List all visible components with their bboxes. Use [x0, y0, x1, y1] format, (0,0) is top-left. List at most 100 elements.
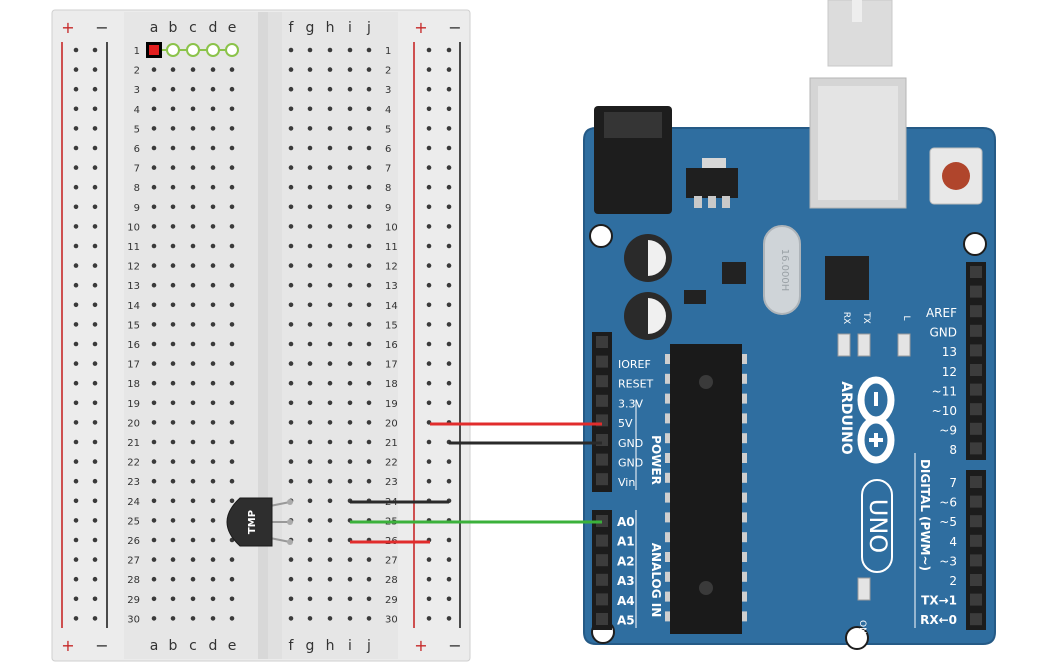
- breadboard-hole[interactable]: [229, 616, 235, 621]
- breadboard-hole[interactable]: [170, 518, 176, 523]
- rail-hole[interactable]: [73, 67, 79, 72]
- rail-hole[interactable]: [92, 341, 98, 347]
- header-socket[interactable]: [596, 573, 608, 586]
- breadboard-hole[interactable]: [151, 263, 157, 268]
- rail-hole[interactable]: [92, 439, 98, 445]
- rail-hole[interactable]: [92, 86, 98, 92]
- breadboard-hole[interactable]: [347, 243, 353, 249]
- breadboard-hole[interactable]: [288, 341, 294, 347]
- breadboard-hole[interactable]: [210, 322, 216, 327]
- rail-hole[interactable]: [92, 400, 98, 406]
- breadboard-hole[interactable]: [366, 106, 372, 112]
- breadboard-hole[interactable]: [151, 204, 157, 210]
- breadboard-hole[interactable]: [170, 86, 176, 92]
- breadboard-hole[interactable]: [190, 67, 196, 72]
- breadboard-hole[interactable]: [307, 302, 313, 308]
- rail-hole[interactable]: [73, 616, 79, 621]
- breadboard-hole[interactable]: [151, 498, 157, 504]
- rail-hole[interactable]: [426, 165, 432, 170]
- breadboard-hole[interactable]: [151, 361, 157, 366]
- rail-hole[interactable]: [426, 106, 432, 112]
- rail-hole[interactable]: [73, 184, 79, 190]
- breadboard-hole[interactable]: [288, 224, 294, 229]
- breadboard-hole[interactable]: [151, 459, 157, 464]
- breadboard-hole[interactable]: [327, 537, 333, 543]
- breadboard-hole[interactable]: [170, 478, 176, 484]
- breadboard-hole[interactable]: [170, 459, 176, 464]
- rail-hole[interactable]: [92, 478, 98, 484]
- rail-hole[interactable]: [426, 616, 432, 621]
- breadboard-hole[interactable]: [327, 478, 333, 484]
- breadboard-hole[interactable]: [229, 282, 235, 288]
- breadboard-hole[interactable]: [190, 184, 196, 190]
- breadboard-hole[interactable]: [229, 322, 235, 327]
- breadboard-hole[interactable]: [151, 282, 157, 288]
- rail-hole[interactable]: [92, 557, 98, 562]
- breadboard-hole[interactable]: [190, 498, 196, 504]
- breadboard-hole[interactable]: [229, 165, 235, 170]
- breadboard-hole[interactable]: [307, 126, 313, 131]
- rail-hole[interactable]: [92, 302, 98, 308]
- breadboard-hole[interactable]: [190, 243, 196, 249]
- breadboard-hole[interactable]: [151, 478, 157, 484]
- breadboard-hole[interactable]: [347, 459, 353, 464]
- breadboard-hole[interactable]: [307, 400, 313, 406]
- breadboard-hole[interactable]: [288, 106, 294, 112]
- breadboard-hole[interactable]: [327, 498, 333, 504]
- breadboard-hole[interactable]: [151, 243, 157, 249]
- breadboard-hole[interactable]: [347, 86, 353, 92]
- breadboard-hole[interactable]: [229, 420, 235, 425]
- breadboard-hole[interactable]: [327, 126, 333, 131]
- header-socket[interactable]: [596, 336, 608, 348]
- breadboard-hole[interactable]: [347, 616, 353, 621]
- rail-hole[interactable]: [73, 361, 79, 366]
- breadboard-hole[interactable]: [190, 459, 196, 464]
- breadboard-hole[interactable]: [229, 204, 235, 210]
- breadboard-hole[interactable]: [170, 67, 176, 72]
- rail-hole[interactable]: [92, 380, 98, 386]
- breadboard-hole[interactable]: [151, 322, 157, 327]
- breadboard-hole[interactable]: [307, 420, 313, 425]
- breadboard-hole[interactable]: [327, 576, 333, 582]
- breadboard-hole[interactable]: [347, 126, 353, 131]
- breadboard-hole[interactable]: [151, 596, 157, 602]
- breadboard-hole[interactable]: [190, 537, 196, 543]
- breadboard-hole[interactable]: [366, 126, 372, 131]
- rail-hole[interactable]: [92, 243, 98, 249]
- breadboard-hole[interactable]: [190, 420, 196, 425]
- breadboard-hole[interactable]: [327, 557, 333, 562]
- rail-hole[interactable]: [92, 459, 98, 464]
- rail-hole[interactable]: [426, 145, 432, 151]
- rail-hole[interactable]: [446, 67, 452, 72]
- breadboard-hole[interactable]: [347, 204, 353, 210]
- breadboard-hole[interactable]: [327, 518, 333, 523]
- breadboard-hole[interactable]: [170, 537, 176, 543]
- breadboard-hole[interactable]: [151, 165, 157, 170]
- breadboard-hole[interactable]: [366, 341, 372, 347]
- breadboard-hole[interactable]: [307, 86, 313, 92]
- header-socket[interactable]: [970, 285, 982, 298]
- rail-hole[interactable]: [446, 282, 452, 288]
- header-socket[interactable]: [596, 394, 608, 407]
- breadboard-hole[interactable]: [307, 576, 313, 582]
- breadboard-hole[interactable]: [151, 86, 157, 92]
- header-socket[interactable]: [970, 383, 982, 396]
- rail-hole[interactable]: [92, 165, 98, 170]
- breadboard-hole[interactable]: [327, 263, 333, 268]
- rail-hole[interactable]: [73, 126, 79, 131]
- rail-hole[interactable]: [92, 126, 98, 131]
- breadboard-hole[interactable]: [288, 576, 294, 582]
- breadboard-hole[interactable]: [229, 86, 235, 92]
- rail-hole[interactable]: [446, 204, 452, 210]
- rail-hole[interactable]: [73, 165, 79, 170]
- rail-hole[interactable]: [426, 459, 432, 464]
- rail-hole[interactable]: [92, 67, 98, 72]
- breadboard-hole[interactable]: [307, 47, 313, 53]
- header-socket[interactable]: [970, 613, 982, 626]
- breadboard-hole[interactable]: [170, 380, 176, 386]
- header-socket[interactable]: [970, 305, 982, 318]
- rail-hole[interactable]: [426, 596, 432, 602]
- breadboard-hole[interactable]: [288, 361, 294, 366]
- breadboard-hole[interactable]: [366, 204, 372, 210]
